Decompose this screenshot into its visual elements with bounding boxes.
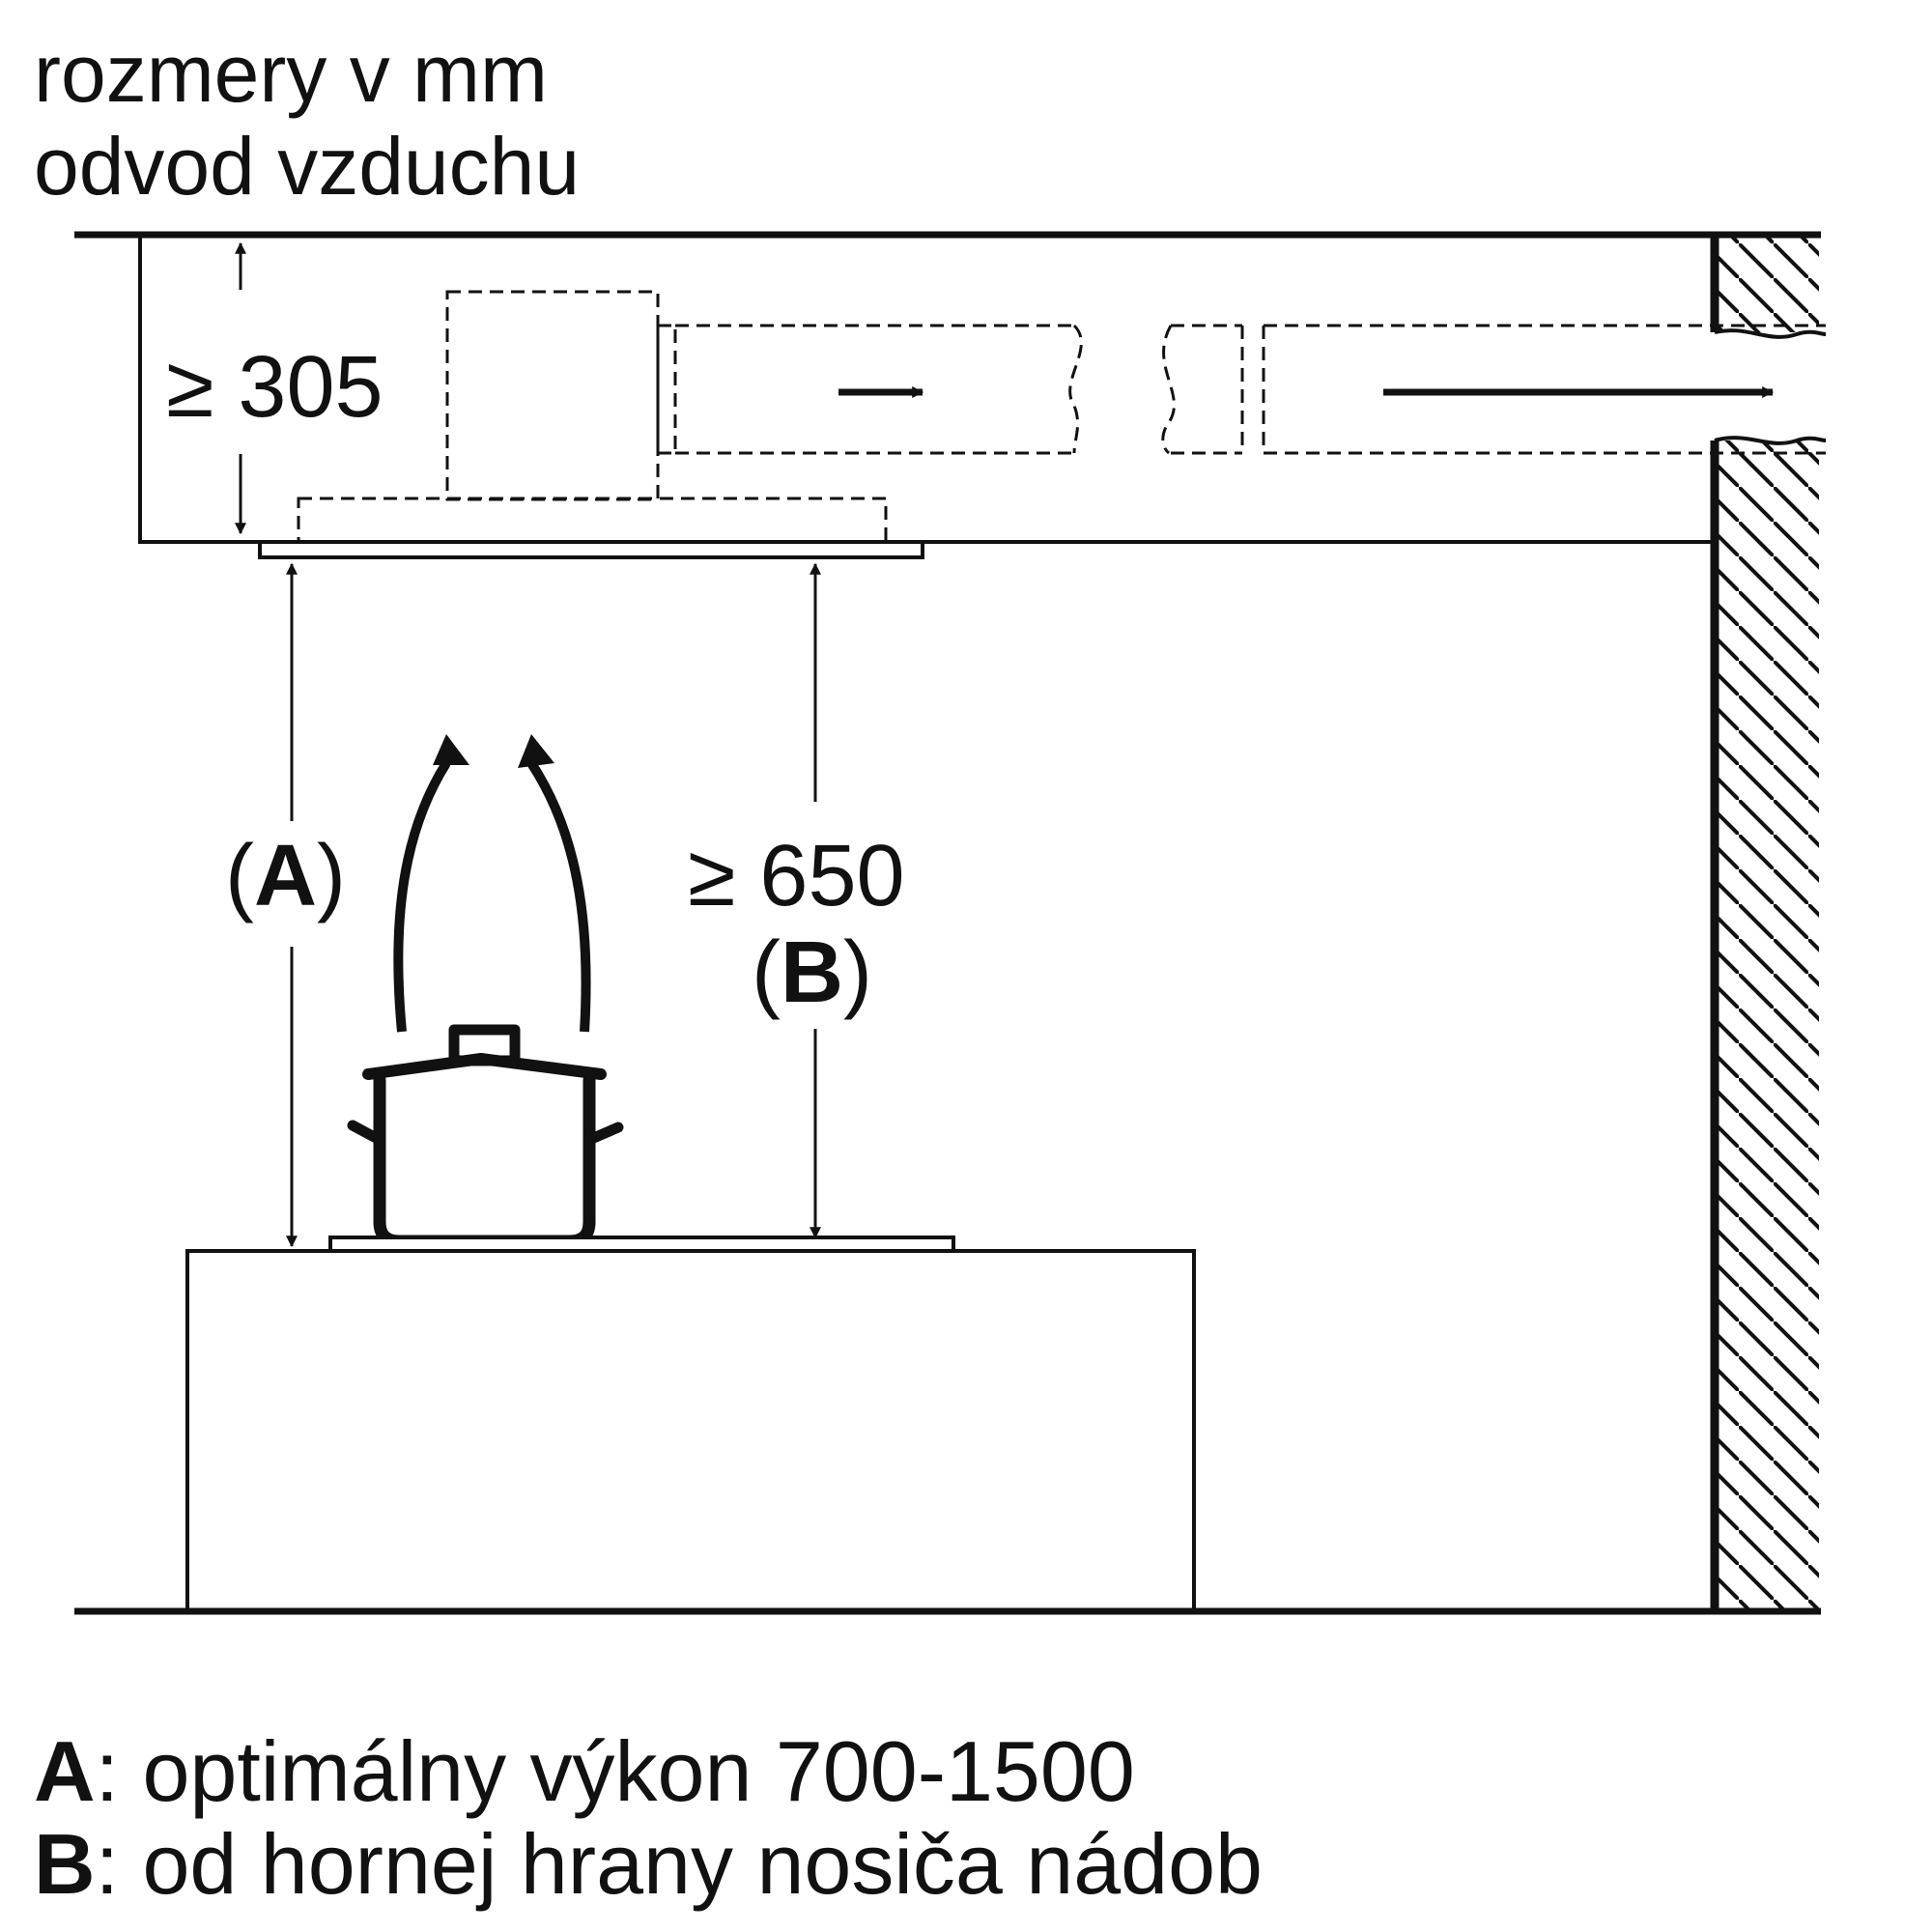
exhaust-duct <box>656 324 1826 455</box>
counter-cabinet <box>185 1249 1196 1613</box>
legend-a: A: optimálny výkon 700-1500 <box>34 1729 1135 1814</box>
letter-b: B <box>780 924 843 1021</box>
paren-close: ) <box>842 924 872 1021</box>
units-note: rozmery v mm <box>34 28 548 119</box>
dimension-a-label: (A) <box>225 833 346 920</box>
suspended-ceiling <box>138 235 1713 544</box>
paren-open: ( <box>752 924 781 1021</box>
legend-b: B: od hornej hrany nosiča nádob <box>34 1822 1263 1907</box>
legend-key: B <box>34 1816 96 1912</box>
letter-a: A <box>253 828 317 924</box>
legend-text: : od hornej hrany nosiča nádob <box>95 1816 1263 1912</box>
steam-arrows <box>393 760 591 1033</box>
steam-arrowhead <box>518 734 554 768</box>
paren-close: ) <box>316 828 346 924</box>
legend-text: : optimálny výkon 700-1500 <box>95 1723 1135 1819</box>
min-height-label: ≥ 650 <box>688 828 905 924</box>
mode-title: odvod vzduchu <box>34 121 581 212</box>
dimension-b-label: (B) <box>752 929 872 1016</box>
hood-panel <box>258 540 924 559</box>
steam-arrowhead <box>433 734 469 765</box>
hob <box>328 1236 955 1253</box>
ceiling-gap-label: ≥ 305 <box>166 339 384 436</box>
legend-key: A <box>34 1723 96 1819</box>
pot <box>347 1024 624 1248</box>
hood-unit <box>297 290 888 545</box>
wall <box>1710 235 1827 1611</box>
paren-open: ( <box>225 828 254 924</box>
